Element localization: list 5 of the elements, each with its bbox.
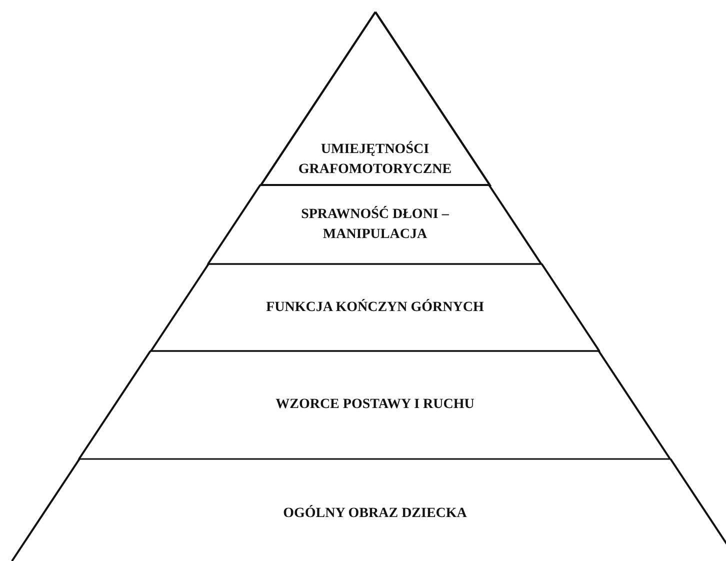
- tier-label: UMIEJĘTNOŚCI GRAFOMOTORYCZNE: [297, 140, 453, 179]
- tier-label: OGÓLNY OBRAZ DZIECKA: [282, 504, 468, 523]
- tier-label: FUNKCJA KOŃCZYN GÓRNYCH: [265, 298, 485, 317]
- tier-label: SPRAWNOŚĆ DŁONI – MANIPULACJA: [300, 205, 450, 244]
- tier-label: WZORCE POSTAWY I RUCHU: [274, 396, 476, 414]
